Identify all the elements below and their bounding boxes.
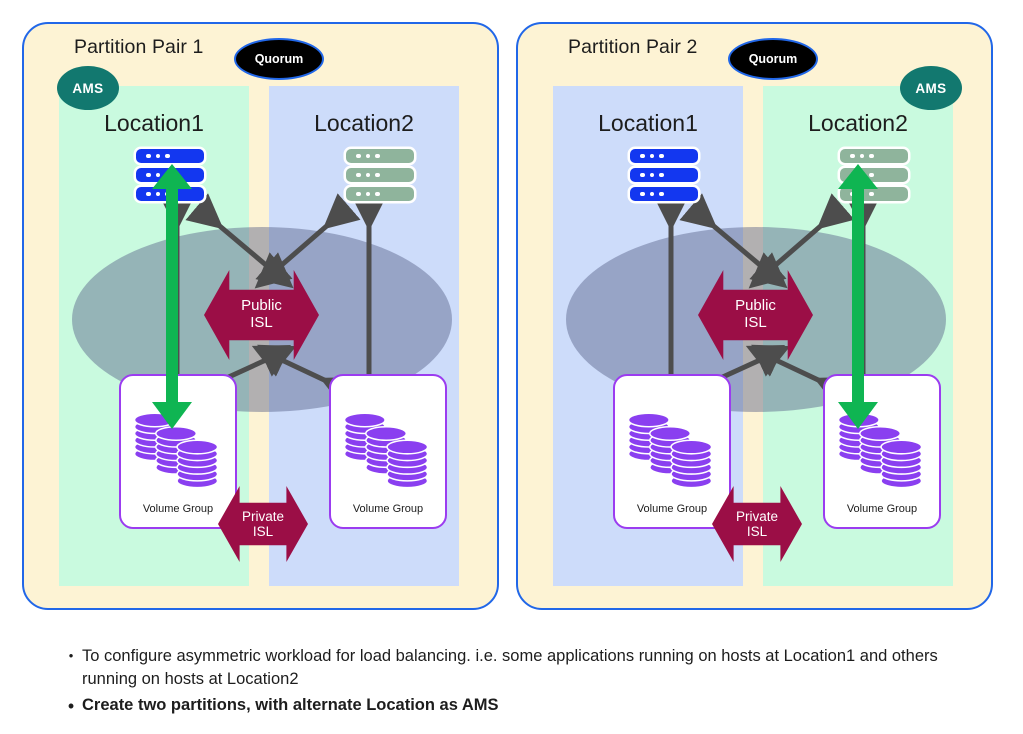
private-isl-line1: Private — [241, 508, 285, 524]
server-stack-location2-p1 — [346, 149, 414, 206]
bullet-marker: • — [68, 648, 74, 663]
bullet-text: To configure asymmetric workload for loa… — [82, 647, 938, 689]
private-isl-line2: ISL — [252, 524, 274, 539]
volume-group-label: Volume Group — [846, 503, 918, 515]
server-icon — [136, 187, 204, 201]
public-isl-line2: ISL — [250, 314, 273, 331]
volume-group-location2-p1: Volume Group — [329, 374, 447, 529]
public-isl-line1: Public — [735, 297, 776, 315]
server-icon — [346, 187, 414, 201]
server-icon — [346, 149, 414, 163]
public-isl-line1: Public — [241, 297, 282, 315]
server-icon — [840, 187, 908, 201]
public-isl-line2: ISL — [744, 314, 767, 331]
server-icon — [630, 187, 698, 201]
quorum-badge-1: Quorum — [234, 38, 324, 80]
volume-group-label: Volume Group — [352, 503, 424, 515]
disk-stack-icon — [627, 412, 713, 489]
bullet-marker: • — [67, 696, 75, 717]
server-icon — [630, 149, 698, 163]
server-icon — [136, 149, 204, 163]
location2-label-p1: Location2 — [314, 110, 414, 136]
ams-badge-1: AMS — [57, 66, 119, 110]
disk-stack-icon — [133, 412, 219, 489]
private-isl-line1: Private — [735, 508, 779, 524]
server-icon — [630, 168, 698, 182]
bullet-item-1: • To configure asymmetric workload for l… — [60, 645, 960, 691]
ams-badge-2: AMS — [900, 66, 962, 110]
bullet-item-2: • Create two partitions, with alternate … — [60, 694, 960, 718]
bullet-text: Create two partitions, with alternate Lo… — [82, 696, 499, 715]
volume-group-location1-p1: Volume Group — [119, 374, 237, 529]
volume-group-label: Volume Group — [142, 503, 214, 515]
disk-stack-icon — [343, 412, 429, 489]
server-stack-location1-p2 — [630, 149, 698, 206]
private-isl-line2: ISL — [746, 524, 768, 539]
location1-label-p2: Location1 — [598, 110, 698, 136]
server-icon — [840, 149, 908, 163]
server-icon — [346, 168, 414, 182]
location1-label-p1: Location1 — [104, 110, 204, 136]
server-icon — [840, 168, 908, 182]
partition-pair-1: Partition Pair 1 Quorum AMS Location1 Lo… — [22, 22, 499, 610]
location2-label-p2: Location2 — [808, 110, 908, 136]
partition-2-title: Partition Pair 2 — [568, 36, 698, 58]
partition-pair-2: Partition Pair 2 Quorum AMS Location1 Lo… — [516, 22, 993, 610]
server-icon — [136, 168, 204, 182]
volume-group-location1-p2: Volume Group — [613, 374, 731, 529]
server-stack-location2-p2 — [840, 149, 908, 206]
disk-stack-icon — [837, 412, 923, 489]
server-stack-location1-p1 — [136, 149, 204, 206]
volume-group-location2-p2: Volume Group — [823, 374, 941, 529]
notes-list: • To configure asymmetric workload for l… — [60, 645, 960, 721]
volume-group-label: Volume Group — [636, 503, 708, 515]
partition-1-title: Partition Pair 1 — [74, 36, 204, 58]
quorum-badge-2: Quorum — [728, 38, 818, 80]
